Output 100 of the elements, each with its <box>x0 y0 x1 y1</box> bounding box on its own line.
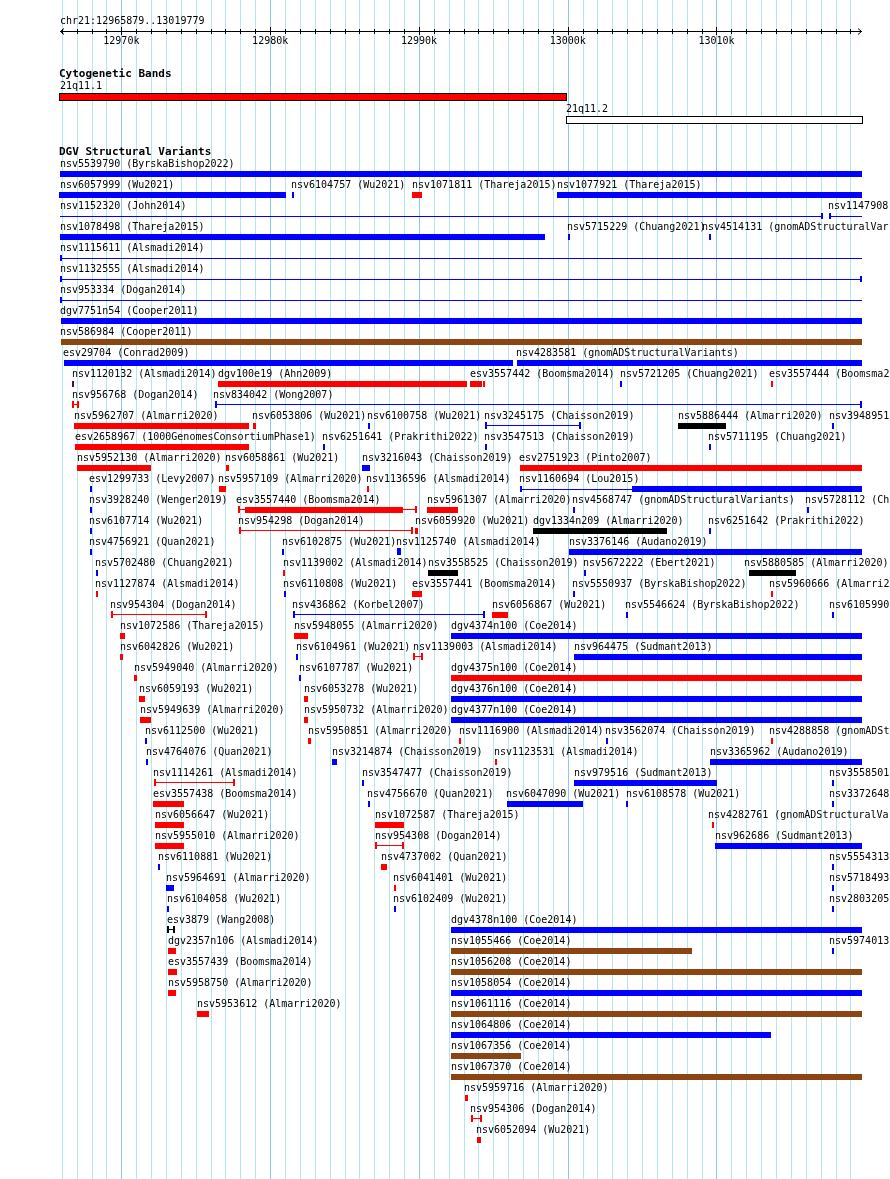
variant-label: nsv3562074 (Chaisson2019) <box>605 725 756 737</box>
variant-label: nsv4756670 (Quan2021) <box>367 788 494 800</box>
track-title: DGV Structural Variants <box>59 146 212 158</box>
variant-label: nsv4514131 (gnomADStructuralVar <box>702 221 889 233</box>
tick-label: 12980k <box>252 35 289 47</box>
variant-label: nsv6108578 (Wu2021) <box>626 788 741 800</box>
variant-label: nsv1067356 (Coe2014) <box>451 1040 572 1052</box>
variant-label: esv2658967 (1000GenomesConsortiumPhase1) <box>75 431 316 443</box>
variant-label: nsv5718493 <box>829 872 890 884</box>
variant-label: nsv1116900 (Alsmadi2014) <box>459 725 604 737</box>
variant-label: nsv6104757 (Wu2021) <box>291 179 406 191</box>
variant-label: nsv6041401 (Wu2021) <box>393 872 508 884</box>
variant-label: nsv5955010 (Almarri2020) <box>155 830 300 842</box>
variant-label: nsv1058054 (Coe2014) <box>451 977 572 989</box>
variant-label: nsv6104961 (Wu2021) <box>296 641 411 653</box>
variant-label: nsv1078498 (Thareja2015) <box>60 221 205 233</box>
variant-label: dgv100e19 (Ahn2009) <box>218 368 333 380</box>
variant-label: nsv1123531 (Alsmadi2014) <box>494 746 639 758</box>
variant-label: dgv4378n100 (Coe2014) <box>451 914 578 926</box>
variant-label: esv3557441 (Boomsma2014) <box>412 578 557 590</box>
variant-label: nsv6104058 (Wu2021) <box>167 893 282 905</box>
variant-label: nsv6047090 (Wu2021) <box>506 788 621 800</box>
tick-label: 12990k <box>400 35 437 47</box>
variant-label: nsv6110881 (Wu2021) <box>158 851 273 863</box>
variant-label: nsv3558525 (Chaisson2019) <box>428 557 579 569</box>
variant-label: nsv1061116 (Coe2014) <box>451 998 572 1010</box>
variant-label: esv3557440 (Boomsma2014) <box>236 494 381 506</box>
variant-label: dgv4375n100 (Coe2014) <box>451 662 578 674</box>
variant-label: dgv4376n100 (Coe2014) <box>451 683 578 695</box>
variant-label: nsv4568747 (gnomADStructuralVariants) <box>572 494 795 506</box>
variant-label: nsv5711195 (Chuang2021) <box>708 431 847 443</box>
variant-label: nsv6059920 (Wu2021) <box>415 515 530 527</box>
variant-label: nsv5702480 (Chuang2021) <box>95 557 234 569</box>
variant-label: dgv1334n209 (Almarri2020) <box>533 515 684 527</box>
variant-label: nsv1120132 (Alsmadi2014) <box>72 368 217 380</box>
variant-label: nsv3365962 (Audano2019) <box>710 746 849 758</box>
variant-label: nsv6058861 (Wu2021) <box>225 452 340 464</box>
variant-label: esv29704 (Conrad2009) <box>63 347 190 359</box>
variant-label: nsv3214874 (Chaisson2019) <box>332 746 483 758</box>
variant-label: nsv6251641 (Prakrithi2022) <box>322 431 479 443</box>
variant-label: nsv6105990 <box>829 599 890 611</box>
variant-label: nsv5961307 (Almarri2020) <box>427 494 572 506</box>
variant-label: nsv5958750 (Almarri2020) <box>168 977 313 989</box>
variant-label: nsv1071811 (Thareja2015) <box>412 179 557 191</box>
variant-label: nsv5950851 (Almarri2020) <box>308 725 453 737</box>
variant-label: nsv4282761 (gnomADStructuralVa <box>708 809 889 821</box>
variant-label: nsv5728112 (Ch <box>805 494 890 506</box>
variant-label: nsv3547513 (Chaisson2019) <box>484 431 635 443</box>
variant-label: nsv6102875 (Wu2021) <box>282 536 397 548</box>
variant-label: nsv4737002 (Quan2021) <box>381 851 508 863</box>
variant-label: esv3879 (Wang2008) <box>167 914 276 926</box>
variant-label: nsv5962707 (Almarri2020) <box>74 410 219 422</box>
variant-label: nsv6053806 (Wu2021) <box>252 410 367 422</box>
variant-label: nsv6112500 (Wu2021) <box>145 725 260 737</box>
variant-label: nsv1072586 (Thareja2015) <box>120 620 265 632</box>
variant-label: nsv6107787 (Wu2021) <box>299 662 414 674</box>
variant-label: dgv7751n54 (Cooper2011) <box>60 305 199 317</box>
variant-label: nsv1072587 (Thareja2015) <box>375 809 520 821</box>
variant-label: nsv5952130 (Almarri2020) <box>77 452 222 464</box>
variant-label: nsv586984 (Cooper2011) <box>60 326 193 338</box>
variant-label: nsv6107714 (Wu2021) <box>89 515 204 527</box>
variant-label: esv3557444 (Boomsma2 <box>769 368 890 380</box>
variant-label: nsv954306 (Dogan2014) <box>470 1103 597 1115</box>
variant-label: nsv5672222 (Ebert2021) <box>583 557 716 569</box>
variant-label: nsv834042 (Wong2007) <box>213 389 334 401</box>
variant-label: nsv5880585 (Almarri2020) <box>744 557 889 569</box>
variant-label: nsv3558501 <box>829 767 890 779</box>
variant-label: nsv1077921 (Thareja2015) <box>557 179 702 191</box>
variant-label: nsv6100758 (Wu2021) <box>367 410 482 422</box>
variant-label: nsv5950732 (Almarri2020) <box>304 704 449 716</box>
variant-label: nsv956768 (Dogan2014) <box>72 389 199 401</box>
variant-label: nsv3376146 (Audano2019) <box>569 536 708 548</box>
variant-label: nsv6110808 (Wu2021) <box>283 578 398 590</box>
variant-label: dgv4374n100 (Coe2014) <box>451 620 578 632</box>
variant-label: nsv6053278 (Wu2021) <box>304 683 419 695</box>
variant-label: nsv5721205 (Chuang2021) <box>620 368 759 380</box>
locus-label: chr21:12965879..13019779 <box>60 15 205 27</box>
track-title: Cytogenetic Bands <box>59 68 172 80</box>
variant-label: dgv4377n100 (Coe2014) <box>451 704 578 716</box>
variant-label: esv1299733 (Levy2007) <box>89 473 216 485</box>
variant-label: nsv4764076 (Quan2021) <box>146 746 273 758</box>
variant-label: esv2751923 (Pinto2007) <box>519 452 652 464</box>
variant-label: nsv6056867 (Wu2021) <box>492 599 607 611</box>
variant-label: nsv1125740 (Alsmadi2014) <box>396 536 541 548</box>
variant-label: nsv6056647 (Wu2021) <box>155 809 270 821</box>
variant-label: nsv4756921 (Quan2021) <box>89 536 216 548</box>
variant-label: nsv4288858 (gnomADSt <box>769 725 890 737</box>
variant-label: nsv5550937 (ByrskaBishop2022) <box>572 578 747 590</box>
variant-label: nsv1160694 (Lou2015) <box>519 473 640 485</box>
band-label: 21q11.1 <box>60 80 103 92</box>
variant-label: nsv3547477 (Chaisson2019) <box>362 767 513 779</box>
variant-label: nsv1152320 (John2014) <box>60 200 187 212</box>
variant-label: nsv6052094 (Wu2021) <box>476 1124 591 1136</box>
tick-label: 12970k <box>103 35 140 47</box>
variant-label: nsv1064806 (Coe2014) <box>451 1019 572 1031</box>
variant-label: dgv2357n106 (Alsmadi2014) <box>168 935 319 947</box>
variant-label: nsv6057999 (Wu2021) <box>60 179 175 191</box>
variant-label: nsv5953612 (Almarri2020) <box>197 998 342 1010</box>
variant-label: nsv5949639 (Almarri2020) <box>140 704 285 716</box>
variant-label: nsv5948055 (Almarri2020) <box>294 620 439 632</box>
